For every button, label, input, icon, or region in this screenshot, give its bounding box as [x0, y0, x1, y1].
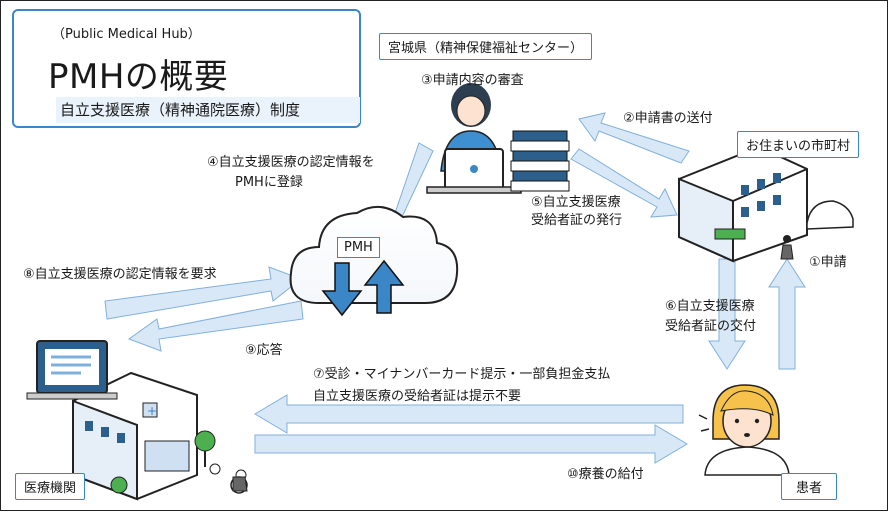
- arrow-response: [127, 300, 304, 352]
- page-title: PMHの概要: [48, 57, 229, 97]
- tree-icon: [110, 430, 216, 494]
- hospital-label: 医療機関: [15, 473, 86, 500]
- step-9-response: ⑨応答: [245, 343, 283, 358]
- computer-icon: [26, 340, 118, 400]
- step-4-line2: PMHに登録: [235, 175, 303, 190]
- step-4-line1: ④自立支援医療の認定情報を: [207, 155, 375, 170]
- svg-text:+: +: [147, 404, 157, 418]
- arrow-deliver-certificate: [708, 258, 746, 370]
- step-6-line2: 受給者証の交付: [665, 319, 757, 334]
- step-7-note: 自立支援医療の受給者証は提示不要: [313, 389, 522, 404]
- step-1-apply: ①申請: [809, 255, 847, 270]
- step-5-line2: 受給者証の発行: [531, 213, 623, 228]
- system-name: 自立支援医療（精神通院医療）制度: [56, 97, 360, 123]
- title-subtitle: （Public Medical Hub）: [52, 27, 201, 42]
- step-7-visit: ⑦受診・マイナンバーカード提示・一部負担金支払: [313, 367, 611, 382]
- cloud-icon: [289, 206, 459, 317]
- hospital-icon: +: [72, 371, 198, 501]
- patient-label: 患者: [781, 473, 838, 500]
- arrow-issue-certificate: [570, 148, 678, 218]
- title-card: （Public Medical Hub） PMHの概要 自立支援医療（精神通院医…: [12, 9, 361, 128]
- car-icon: [806, 200, 854, 230]
- step-10-benefit: ⑩療養の給付: [567, 467, 644, 482]
- arrow-visit: [254, 394, 684, 434]
- laptop-icon: [426, 148, 522, 194]
- document-stack-icon: [510, 130, 570, 192]
- patient-icon: [698, 384, 790, 476]
- step-3-review: ③申請内容の審査: [421, 73, 524, 88]
- wheelchair-icon: [209, 463, 248, 494]
- arrow-benefit: [254, 424, 688, 464]
- walking-person-icon: [780, 235, 794, 260]
- arrow-apply: [768, 258, 806, 370]
- building-icon: [678, 145, 808, 263]
- prefecture-label: 宮城県（精神保健福祉センター）: [379, 33, 593, 60]
- step-5-line1: ⑤自立支援医療: [531, 195, 621, 210]
- step-2-send: ②申請書の送付: [623, 111, 713, 126]
- arrow-request-info: [104, 266, 303, 320]
- pmh-label: PMH: [337, 237, 380, 258]
- step-8-request: ⑧自立支援医療の認定情報を要求: [23, 267, 217, 282]
- arrow-send-application: [578, 112, 690, 164]
- municipality-label: お住まいの市町村: [737, 131, 860, 158]
- step-6-line1: ⑥自立支援医療: [665, 299, 755, 314]
